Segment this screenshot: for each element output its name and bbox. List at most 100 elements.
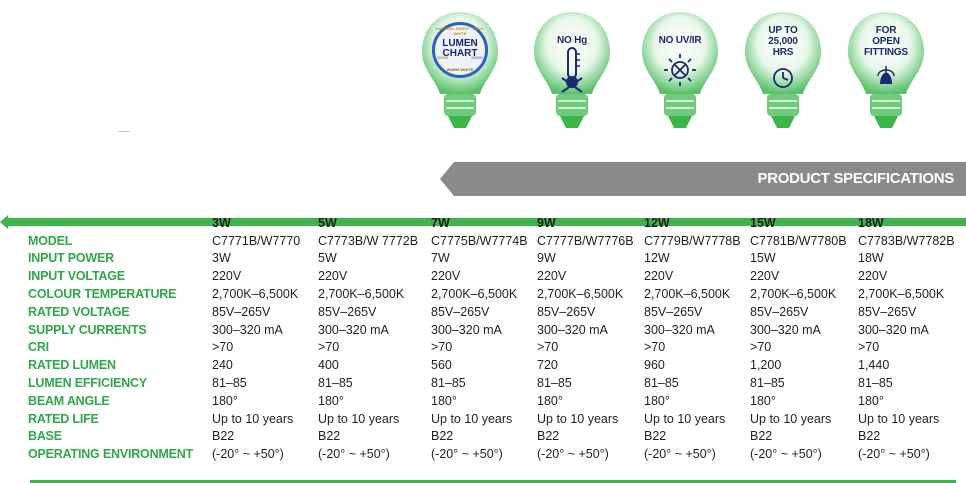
table-cell: (-20° ~ +50°) [318,447,390,462]
table-cell: C7777B/W7776B [537,233,634,248]
table-cell: 1,200 [750,358,782,373]
table-cell: 15W [750,251,776,266]
table-cell: 2,700K–6,500K [750,287,837,302]
table-cell: 180° [431,393,457,408]
table-cell: 300–320 mA [644,322,715,337]
table-row: OPERATING ENVIRONMENT (-20° ~ +50°) (-20… [0,445,963,463]
table-cell: 85V–265V [537,304,596,319]
bulb-shape-icon [848,12,924,128]
row-label: RATED VOLTAGE [28,304,130,319]
row-label: SUPPLY CURRENTS [28,322,147,337]
table-cell: 240 [212,358,233,373]
table-cell: (-20° ~ +50°) [431,447,503,462]
table-cell: 2,700K–6,500K [858,287,945,302]
table-cell: 2,700K–6,500K [212,287,299,302]
table-cell: 81–85 [431,376,466,391]
table-row: RATED VOLTAGE 85V–265V 85V–265V 85V–265V… [0,303,963,321]
table-cell: 180° [318,393,344,408]
divider-tick [118,131,130,132]
table-cell: 300–320 mA [858,322,929,337]
table-cell: Up to 10 years [750,411,832,426]
table-cell: (-20° ~ +50°) [212,447,284,462]
table-cell: C7771B/W7770 [212,233,301,248]
table-cell: B22 [431,429,454,444]
table-cell: Up to 10 years [318,411,400,426]
badge-line2: 25,000 [768,36,798,47]
bulb-shape-icon [642,12,718,128]
table-cell: 81–85 [750,376,785,391]
table-cell: 7W [431,251,450,266]
lumen-chart-icon: NATURAL WHITE · COOL WHITE LUMEN CHART 3… [432,22,488,78]
table-cell: 220V [644,269,674,284]
spec-table: 3W 5W 7W 9W 12W 15W 18W MODEL C7771B/W77… [0,214,963,463]
table-cell: 85V–265V [644,304,703,319]
table-cell: (-20° ~ +50°) [537,447,609,462]
table-cell: 3W [212,251,231,266]
table-cell: 9W [537,251,556,266]
table-cell: Up to 10 years [537,411,619,426]
bulb-shape-icon [534,12,610,128]
table-row: BEAM ANGLE 180° 180° 180° 180° 180° 180°… [0,392,963,410]
table-cell: 81–85 [644,376,679,391]
bottom-divider [30,480,956,483]
row-label: RATED LIFE [28,411,99,426]
table-cell: 2,700K–6,500K [431,287,518,302]
table-cell: (-20° ~ +50°) [750,447,822,462]
header-cell: 15W [750,215,776,230]
table-cell: 300–320 mA [750,322,821,337]
badge-line2: OPEN [872,36,900,47]
table-cell: C7781B/W7780B [750,233,847,248]
table-cell: >70 [858,340,880,355]
badge-line1: FOR [875,25,897,36]
table-cell: (-20° ~ +50°) [644,447,716,462]
section-title: PRODUCT SPECIFICATIONS [757,170,955,187]
table-cell: 960 [644,358,665,373]
table-cell: >70 [537,340,559,355]
table-cell: 220V [431,269,461,284]
table-cell: 180° [644,393,670,408]
table-cell: 180° [750,393,776,408]
row-label: INPUT POWER [28,251,114,266]
badge-open-fittings: FOR OPEN FITTINGS [844,10,928,138]
table-row: SUPPLY CURRENTS 300–320 mA 300–320 mA 30… [0,321,963,339]
header-cell: 3W [212,215,231,230]
header-cell: 9W [537,215,556,230]
table-cell: 220V [537,269,567,284]
lumen-ring-right: 6500K [471,55,483,60]
clock-icon [773,68,793,88]
badge-line1: UP TO [768,25,798,36]
table-cell: 1,440 [858,358,890,373]
badge-label: NO Hg [556,35,588,46]
row-label: LUMEN EFFICIENCY [28,376,148,391]
table-cell: 85V–265V [750,304,809,319]
table-cell: B22 [750,429,773,444]
table-cell: 85V–265V [212,304,271,319]
table-cell: 85V–265V [858,304,917,319]
table-cell: Up to 10 years [212,411,294,426]
table-row: INPUT VOLTAGE 220V 220V 220V 220V 220V 2… [0,267,963,285]
table-cell: B22 [318,429,341,444]
feature-badges: NATURAL WHITE · COOL WHITE LUMEN CHART 3… [418,10,958,140]
header-cell: 5W [318,215,337,230]
row-label: CRI [28,340,49,355]
row-label: RATED LUMEN [28,358,116,373]
table-cell: 5W [318,251,337,266]
table-cell: Up to 10 years [858,411,940,426]
table-cell: 300–320 mA [537,322,608,337]
table-cell: 400 [318,358,339,373]
table-cell: 18W [858,251,884,266]
badge-no-hg: NO Hg [530,10,614,138]
table-cell: 81–85 [858,376,893,391]
lumen-ring-top: NATURAL WHITE · COOL WHITE [435,26,485,36]
table-cell: 85V–265V [431,304,490,319]
table-cell: >70 [750,340,772,355]
header-cell [0,214,212,232]
table-row: BASE B22 B22 B22 B22 B22 B22 B22 [0,428,963,446]
table-row: RATED LIFE Up to 10 years Up to 10 years… [0,410,963,428]
bulb-shape-icon [745,12,821,128]
row-label: OPERATING ENVIRONMENT [28,447,194,462]
table-cell: 180° [212,393,238,408]
table-cell: 2,700K–6,500K [537,287,624,302]
table-cell: >70 [431,340,453,355]
thermometer-crossed-icon [561,47,583,93]
